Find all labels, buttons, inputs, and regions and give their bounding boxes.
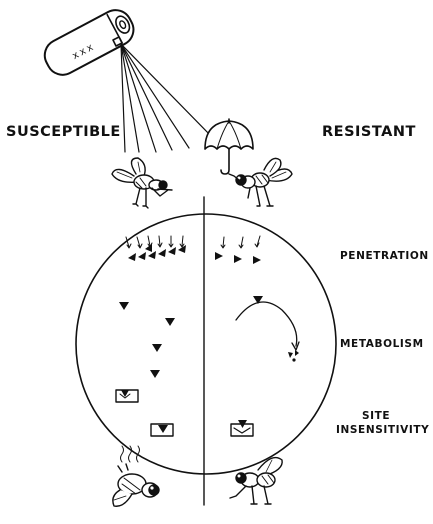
penetration-arrows-resistant (221, 236, 260, 248)
penetration-arrows-susceptible (126, 236, 184, 248)
insecticide-molecule-icon (128, 244, 186, 261)
dead-fly-icon (113, 446, 159, 506)
umbrella-icon (205, 119, 253, 174)
site-insensitivity-label-line1: SITE (362, 410, 390, 422)
metabolism-pathway (236, 302, 299, 350)
spray-lines (121, 44, 213, 152)
target-site-icon (116, 390, 138, 402)
fly-icon (229, 158, 292, 206)
target-site-icon (231, 420, 253, 436)
insecticide-molecule-icon (119, 302, 175, 378)
spray-can-icon: xxx (39, 5, 139, 81)
susceptible-label: SUSCEPTIBLE (6, 124, 121, 140)
penetration-label: PENETRATION (340, 250, 429, 262)
target-site-icon (151, 424, 173, 436)
metabolism-label: METABOLISM (340, 338, 424, 350)
fly-icon (112, 158, 172, 208)
insecticide-molecule-icon (215, 252, 261, 264)
site-insensitivity-label-line2: INSENSITIVITY (336, 424, 429, 436)
resistant-label: RESISTANT (322, 124, 416, 140)
